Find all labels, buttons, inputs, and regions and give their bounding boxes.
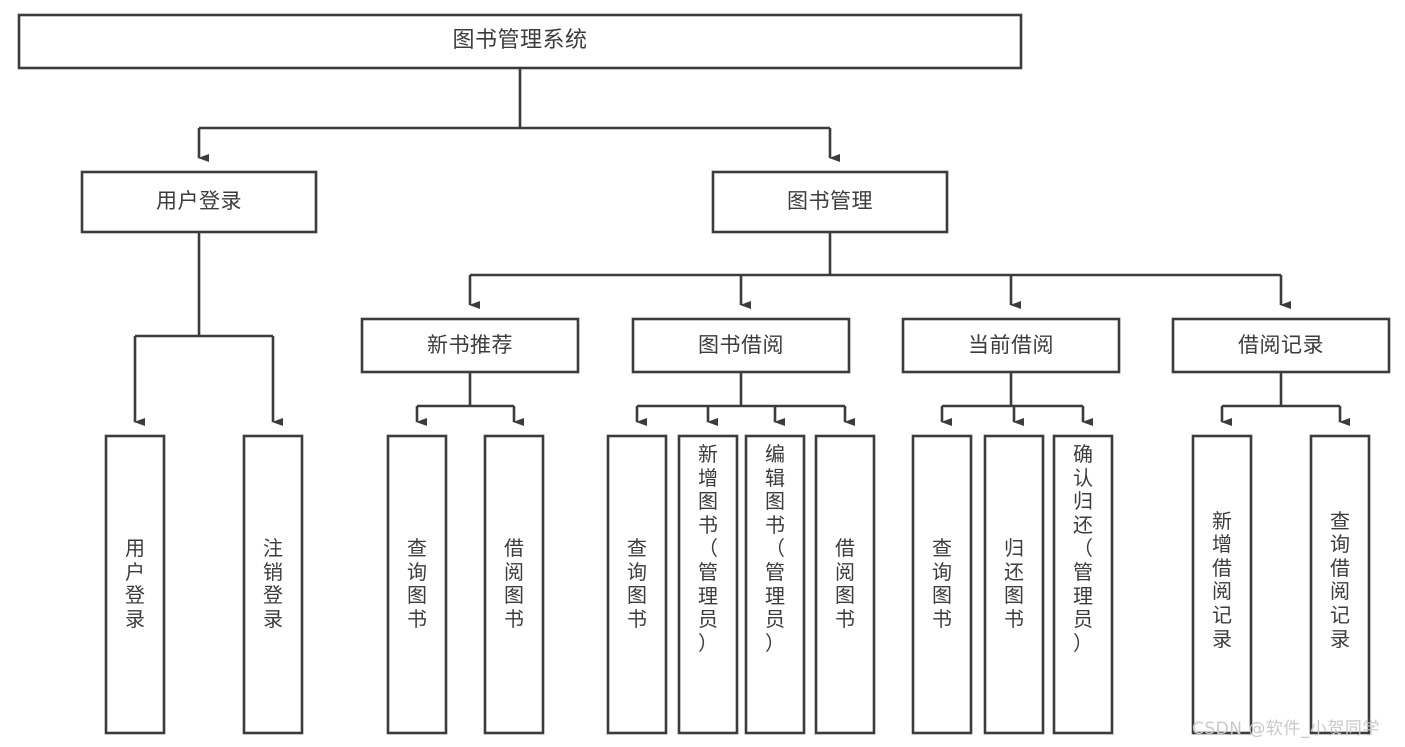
node-box-leaf-add-book[interactable] [677,434,739,735]
node-box-leaf-query-book[interactable] [606,434,668,735]
node-box-leaf-borrow-book-rec[interactable] [483,434,545,735]
node-box-leaf-user-login[interactable] [104,434,166,735]
node-boxes-layer [17,13,1391,735]
node-box-user-login[interactable] [80,170,318,234]
node-box-leaf-user-logout[interactable] [242,434,304,735]
node-box-root[interactable] [17,13,1023,70]
node-box-leaf-query-book-rec[interactable] [386,434,448,735]
csdn-watermark: CSDN @软件_小贺同学 [1192,719,1380,739]
connector-edges-layer [133,69,1350,426]
node-box-book-borrow[interactable] [631,317,851,374]
node-box-borrow-record[interactable] [1171,317,1391,374]
node-box-current-borrow[interactable] [901,317,1121,374]
node-box-leaf-edit-book[interactable] [744,434,806,735]
node-box-leaf-return-book[interactable] [983,434,1045,735]
node-box-leaf-confirm-return[interactable] [1052,434,1114,735]
node-box-new-book-recommend[interactable] [360,317,580,374]
node-box-leaf-borrow-book[interactable] [814,434,876,735]
node-box-leaf-add-record[interactable] [1191,434,1253,735]
node-box-book-manage[interactable] [711,170,949,234]
node-box-leaf-query-record[interactable] [1309,434,1371,735]
node-box-leaf-query-book-cur[interactable] [911,434,973,735]
